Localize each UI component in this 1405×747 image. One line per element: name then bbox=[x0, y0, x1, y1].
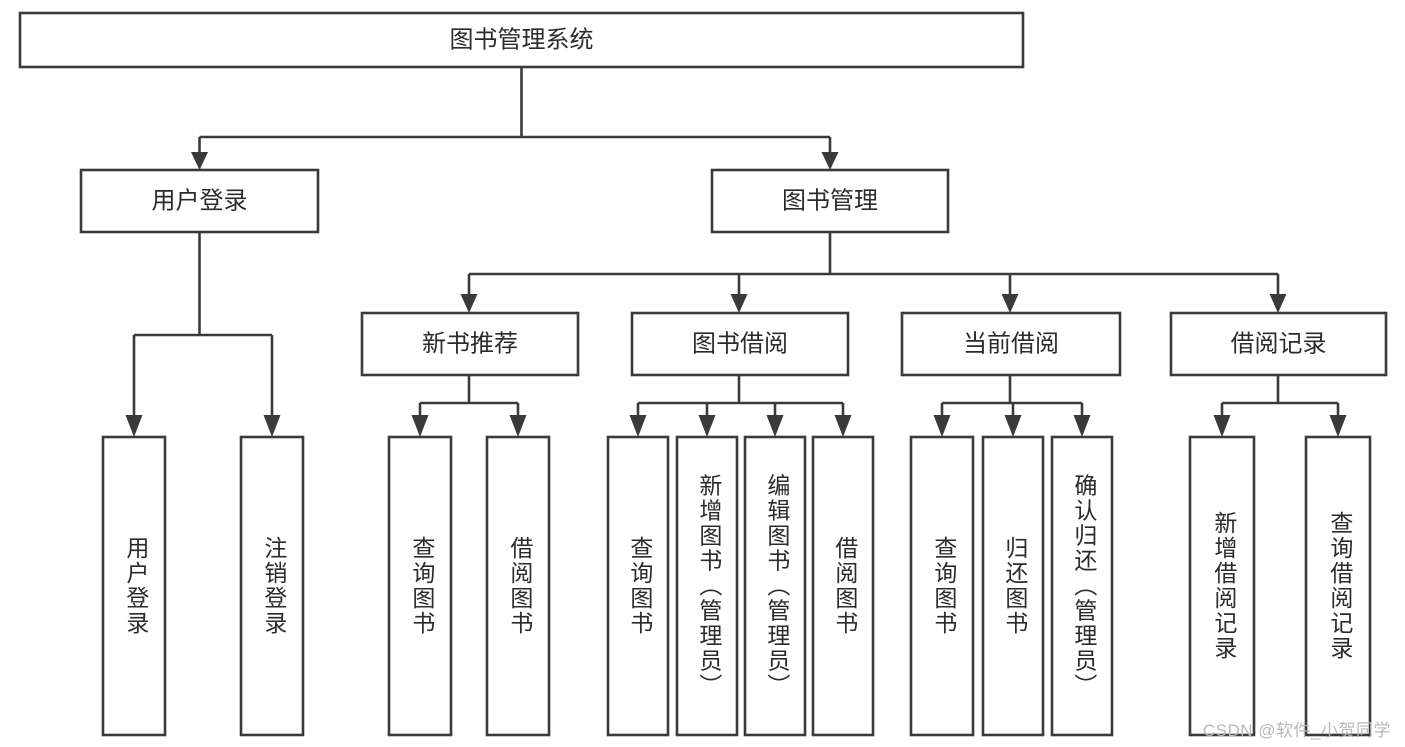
node-book-borrow[interactable]: 图书借阅 bbox=[630, 311, 850, 377]
connector-group-new-book-rec bbox=[411, 375, 527, 437]
connector-group-root bbox=[191, 67, 839, 170]
arrow-head-new-book-rec bbox=[460, 294, 478, 313]
arrow-head-leaf-cur-query bbox=[933, 415, 951, 437]
node-root[interactable]: 图书管理系统 bbox=[18, 11, 1025, 69]
node-user-login[interactable]: 用户登录 bbox=[79, 168, 320, 234]
node-leaf-rec-search-label: 查询借阅记录 bbox=[1327, 511, 1354, 661]
node-book-borrow-label: 图书借阅 bbox=[692, 330, 788, 357]
node-leaf-rec-query-label: 查询图书 bbox=[409, 536, 436, 636]
node-leaf-cur-confirm-label: 确认归还（管理员） bbox=[1071, 474, 1098, 699]
node-leaf-user-login-label: 用户登录 bbox=[123, 536, 150, 636]
node-leaf-user-login-box[interactable] bbox=[101, 435, 167, 737]
node-leaf-user-logout[interactable]: 注销登录 bbox=[239, 435, 305, 737]
arrow-head-book-borrow bbox=[730, 294, 748, 313]
node-borrow-record[interactable]: 借阅记录 bbox=[1169, 311, 1388, 377]
arrow-head-leaf-borrow-add bbox=[698, 415, 716, 437]
node-borrow-record-label: 借阅记录 bbox=[1231, 330, 1327, 357]
node-leaf-borrow-lend-box[interactable] bbox=[811, 435, 875, 737]
arrow-head-leaf-borrow-query bbox=[629, 415, 647, 437]
node-leaf-user-login[interactable]: 用户登录 bbox=[101, 435, 167, 737]
node-leaf-rec-add[interactable]: 新增借阅记录 bbox=[1188, 435, 1256, 737]
node-leaf-rec-borrow-box[interactable] bbox=[485, 435, 551, 737]
csdn-watermark: CSDN @软件_小贺同学 bbox=[1202, 721, 1391, 740]
node-book-manage[interactable]: 图书管理 bbox=[710, 168, 950, 234]
connector-group-user-login bbox=[125, 232, 281, 437]
node-leaf-user-logout-label: 注销登录 bbox=[261, 536, 288, 636]
connector-group-borrow-record bbox=[1213, 375, 1347, 437]
node-leaf-cur-query-label: 查询图书 bbox=[931, 536, 958, 636]
node-leaf-rec-search-box[interactable] bbox=[1304, 435, 1372, 737]
arrow-head-leaf-rec-borrow bbox=[509, 415, 527, 437]
connector-group-book-manage bbox=[460, 232, 1287, 313]
node-book-manage-label: 图书管理 bbox=[782, 187, 878, 214]
node-leaf-user-logout-box[interactable] bbox=[239, 435, 305, 737]
node-book-manage-box[interactable] bbox=[710, 168, 950, 234]
arrow-head-leaf-cur-return bbox=[1004, 415, 1022, 437]
node-leaf-borrow-lend-label: 借阅图书 bbox=[832, 536, 859, 636]
node-root-label: 图书管理系统 bbox=[450, 26, 594, 53]
node-leaf-borrow-add-label: 新增图书（管理员） bbox=[696, 474, 723, 699]
arrow-head-leaf-cur-confirm bbox=[1073, 415, 1091, 437]
connector-group-book-borrow bbox=[629, 375, 852, 437]
arrow-head-leaf-rec-search bbox=[1329, 415, 1347, 437]
node-leaf-borrow-query-box[interactable] bbox=[606, 435, 670, 737]
node-book-borrow-box[interactable] bbox=[630, 311, 850, 377]
node-leaf-rec-add-box[interactable] bbox=[1188, 435, 1256, 737]
node-borrow-record-box[interactable] bbox=[1169, 311, 1388, 377]
node-leaf-borrow-query-label: 查询图书 bbox=[627, 536, 654, 636]
node-leaf-rec-borrow-label: 借阅图书 bbox=[507, 536, 534, 636]
node-leaf-borrow-edit-box[interactable] bbox=[743, 435, 807, 737]
node-leaf-rec-search[interactable]: 查询借阅记录 bbox=[1304, 435, 1372, 737]
node-leaf-cur-return-box[interactable] bbox=[981, 435, 1045, 737]
arrow-head-book-manage bbox=[821, 152, 839, 170]
node-current-borrow-label: 当前借阅 bbox=[963, 330, 1059, 357]
node-leaf-borrow-edit-label: 编辑图书（管理员） bbox=[764, 474, 791, 699]
arrow-head-leaf-rec-add bbox=[1213, 415, 1231, 437]
node-leaf-cur-return-label: 归还图书 bbox=[1002, 536, 1029, 636]
node-root-box[interactable] bbox=[18, 11, 1025, 69]
arrow-head-leaf-user-logout bbox=[263, 415, 281, 437]
node-current-borrow-box[interactable] bbox=[900, 311, 1122, 377]
node-leaf-cur-query[interactable]: 查询图书 bbox=[909, 435, 975, 737]
node-leaf-borrow-add[interactable]: 新增图书（管理员） bbox=[675, 435, 739, 737]
arrow-head-current-borrow bbox=[1001, 294, 1019, 313]
node-user-login-label: 用户登录 bbox=[152, 187, 248, 214]
node-leaf-cur-confirm-box[interactable] bbox=[1050, 435, 1114, 737]
node-leaf-rec-add-label: 新增借阅记录 bbox=[1211, 511, 1238, 661]
arrow-head-leaf-rec-query bbox=[411, 415, 429, 437]
node-leaf-borrow-query[interactable]: 查询图书 bbox=[606, 435, 670, 737]
node-leaf-cur-confirm[interactable]: 确认归还（管理员） bbox=[1050, 435, 1114, 737]
arrow-head-leaf-borrow-edit bbox=[766, 415, 784, 437]
node-leaf-rec-borrow[interactable]: 借阅图书 bbox=[485, 435, 551, 737]
node-leaf-borrow-edit[interactable]: 编辑图书（管理员） bbox=[743, 435, 807, 737]
arrow-head-user-login bbox=[191, 152, 208, 170]
node-leaf-rec-query[interactable]: 查询图书 bbox=[387, 435, 453, 737]
node-user-login-box[interactable] bbox=[79, 168, 320, 234]
arrow-head-leaf-user-login bbox=[125, 415, 143, 437]
arrow-head-borrow-record bbox=[1269, 294, 1287, 313]
node-current-borrow[interactable]: 当前借阅 bbox=[900, 311, 1122, 377]
arrow-head-leaf-borrow-lend bbox=[834, 415, 852, 437]
connector-group-current-borrow bbox=[933, 375, 1091, 437]
node-leaf-rec-query-box[interactable] bbox=[387, 435, 453, 737]
node-leaf-cur-return[interactable]: 归还图书 bbox=[981, 435, 1045, 737]
node-leaf-borrow-lend[interactable]: 借阅图书 bbox=[811, 435, 875, 737]
node-new-book-rec-label: 新书推荐 bbox=[422, 330, 518, 357]
node-new-book-rec[interactable]: 新书推荐 bbox=[360, 311, 580, 377]
node-leaf-cur-query-box[interactable] bbox=[909, 435, 975, 737]
node-leaf-borrow-add-box[interactable] bbox=[675, 435, 739, 737]
node-new-book-rec-box[interactable] bbox=[360, 311, 580, 377]
